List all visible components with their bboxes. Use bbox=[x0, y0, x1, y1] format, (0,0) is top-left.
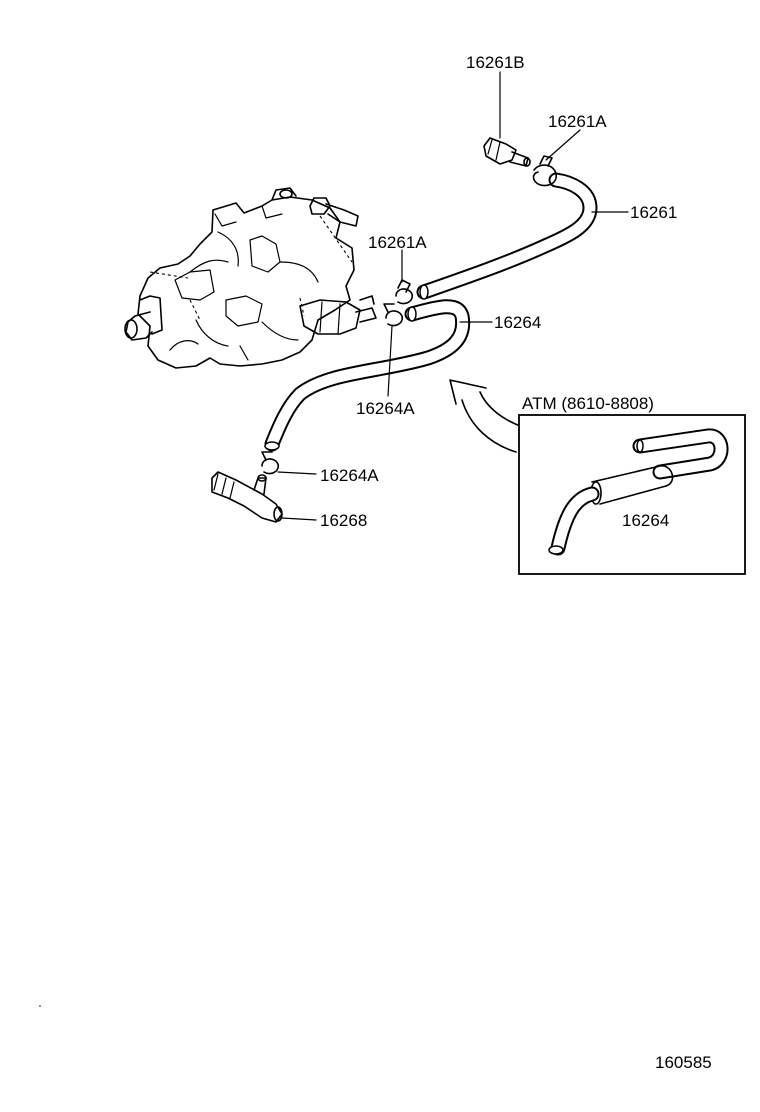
hose-union-icon bbox=[483, 137, 531, 167]
label-16268: 16268 bbox=[320, 511, 367, 530]
label-16261: 16261 bbox=[630, 203, 677, 222]
label-16264A-mid: 16264A bbox=[356, 399, 415, 418]
inset-title: ATM (8610-8808) bbox=[522, 394, 654, 413]
hose-16261 bbox=[416, 172, 598, 300]
speck bbox=[39, 1005, 41, 1007]
label-16264: 16264 bbox=[494, 313, 541, 332]
label-16261A-mid: 16261A bbox=[368, 233, 427, 252]
hose-clamp-icon bbox=[261, 155, 557, 475]
label-16264A-low: 16264A bbox=[320, 466, 379, 485]
figure-number: 160585 bbox=[655, 1053, 712, 1072]
label-16261A-top: 16261A bbox=[548, 112, 607, 131]
injection-pump-icon bbox=[124, 187, 377, 369]
union-16268 bbox=[211, 471, 283, 523]
hose-16264 bbox=[264, 299, 471, 452]
curved-arrow-icon bbox=[449, 379, 521, 453]
label-16261B: 16261B bbox=[466, 53, 525, 72]
label-inset-16264: 16264 bbox=[622, 511, 669, 530]
part-labels: 16261B 16261A 16261 16261A 16264 16264A … bbox=[320, 53, 712, 1072]
inset-box bbox=[518, 414, 746, 575]
